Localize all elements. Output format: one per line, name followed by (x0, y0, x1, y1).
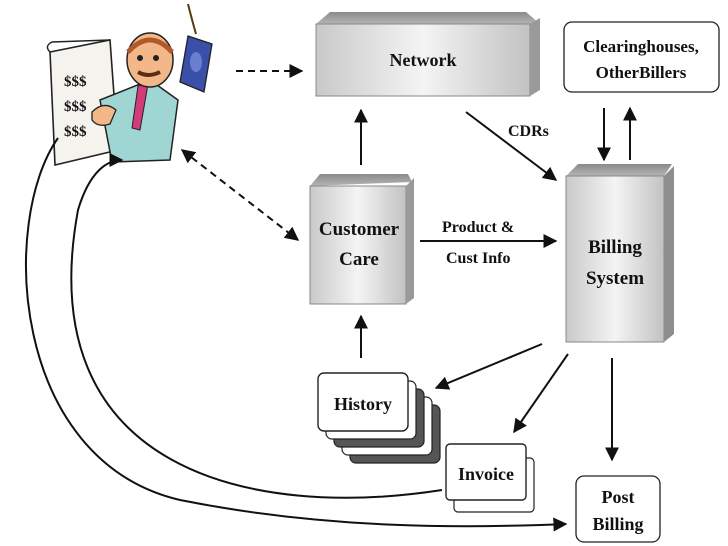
edges (25, 64, 637, 532)
network-label: Network (390, 50, 457, 70)
bill-symbols-1: $$$ (64, 74, 87, 90)
history-node: History (317, 372, 441, 464)
edge-billing-to-history (434, 343, 543, 390)
post-billing-node: Post Billing (575, 475, 661, 543)
edge-invoice-to-customer (70, 153, 443, 499)
customer-care-label-line1: Customer (319, 219, 400, 240)
customer-care-node: Customer Care (309, 174, 414, 305)
invoice-node: Invoice (445, 443, 535, 513)
customer-care-label-line2: Care (339, 249, 379, 270)
product-info-label-line2: Cust Info (446, 250, 510, 267)
billing-system-label-line2: System (586, 268, 644, 289)
network-node: Network (315, 12, 540, 97)
invoice-label: Invoice (458, 464, 514, 484)
edge-customer-to-post-billing (25, 137, 568, 532)
cdrs-label: CDRs (508, 123, 549, 140)
clearinghouses-label-line2: OtherBillers (596, 63, 687, 82)
clearinghouses-label-line1: Clearinghouses, (583, 37, 699, 56)
bill-symbols-3: $$$ (64, 124, 87, 140)
bill-symbols-2: $$$ (64, 99, 87, 115)
billing-system-node: Billing System (565, 164, 674, 343)
post-billing-label-line1: Post (602, 487, 635, 507)
edge-customer-care-dialog (180, 149, 300, 241)
post-billing-label-line2: Billing (592, 514, 643, 534)
customer-figure: $$$ $$$ $$$ (46, 3, 213, 167)
product-info-label-line1: Product & (442, 219, 514, 236)
billing-system-label-line1: Billing (588, 237, 642, 258)
edge-network-to-billing (465, 111, 558, 181)
history-label: History (334, 394, 392, 414)
edge-billing-to-invoice (513, 353, 569, 434)
clearinghouses-node: Clearinghouses, OtherBillers (563, 21, 720, 93)
